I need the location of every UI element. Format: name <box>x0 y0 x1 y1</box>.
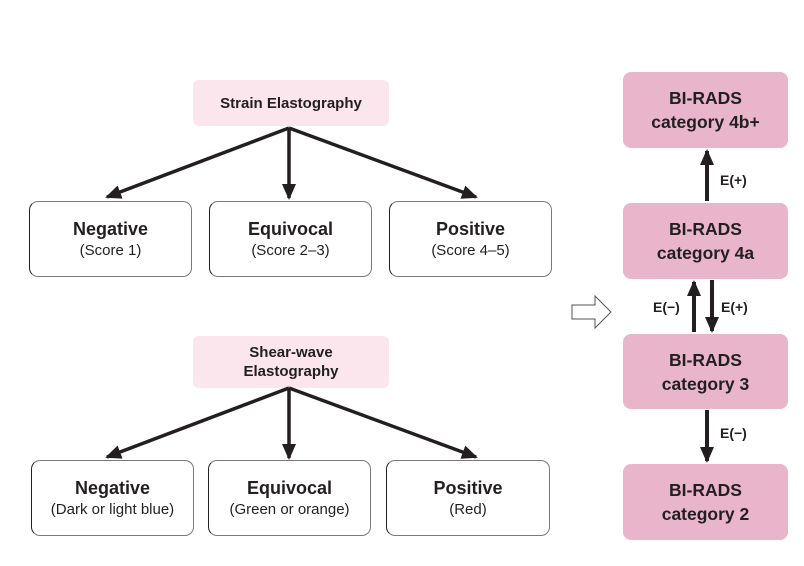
birads-4a-line2: category 4a <box>656 243 755 263</box>
shear-negative-sub: (Dark or light blue) <box>50 501 175 518</box>
strain-positive-box: Positive (Score 4–5) <box>389 201 552 277</box>
birads-2-line2: category 2 <box>661 504 750 524</box>
birads-2-line1: BI-RADS <box>669 480 742 500</box>
shear-to-negative-arrow <box>105 386 290 459</box>
shear-positive-box: Positive (Red) <box>386 460 550 536</box>
strain-negative-title: Negative <box>72 219 149 239</box>
edge-label-4a-to-3: E(+) <box>721 299 748 315</box>
edge-label-3-to-2: E(−) <box>720 425 747 441</box>
birads-4b-line1: BI-RADS <box>669 88 742 108</box>
shear-equivocal-box: Equivocal (Green or orange) <box>208 460 371 536</box>
birads-category-4b-box: BI-RADS category 4b+ <box>623 72 788 148</box>
shear-negative-title: Negative <box>74 478 151 498</box>
birads-category-4a-box: BI-RADS category 4a <box>623 203 788 279</box>
strain-equivocal-box: Equivocal (Score 2–3) <box>209 201 372 277</box>
shear-equivocal-title: Equivocal <box>246 478 333 498</box>
birads-category-3-box: BI-RADS category 3 <box>623 334 788 409</box>
shear-negative-box: Negative (Dark or light blue) <box>31 460 194 536</box>
shear-wave-elastography-header: Shear-wave Elastography <box>193 336 389 388</box>
strain-arrows <box>105 126 478 200</box>
strain-elastography-header: Strain Elastography <box>193 80 389 126</box>
strain-negative-box: Negative (Score 1) <box>29 201 192 277</box>
birads-category-2-box: BI-RADS category 2 <box>623 464 788 540</box>
birads-4b-line2: category 4b+ <box>651 112 760 132</box>
hollow-right-arrow-icon <box>571 294 612 330</box>
shear-equivocal-sub: (Green or orange) <box>229 501 350 518</box>
strain-positive-title: Positive <box>435 219 506 239</box>
shear-wave-label-line1: Shear-wave <box>249 344 333 361</box>
birads-4a-line1: BI-RADS <box>669 219 742 239</box>
strain-equivocal-sub: (Score 2–3) <box>251 242 330 259</box>
shear-positive-sub: (Red) <box>449 501 487 518</box>
shear-wave-label-line2: Elastography <box>243 363 339 380</box>
strain-to-positive-arrow <box>288 126 478 199</box>
strain-negative-sub: (Score 1) <box>79 242 142 259</box>
shear-arrows <box>105 386 478 460</box>
shear-to-positive-arrow <box>288 386 478 459</box>
strain-to-negative-arrow <box>105 126 290 199</box>
strain-equivocal-title: Equivocal <box>247 219 334 239</box>
birads-arrows <box>687 149 719 463</box>
shear-positive-title: Positive <box>433 478 503 498</box>
strain-elastography-label: Strain Elastography <box>220 94 362 112</box>
birads-3-line1: BI-RADS <box>669 349 742 370</box>
birads-3-line2: category 3 <box>661 373 750 394</box>
edge-label-4a-to-4b: E(+) <box>720 172 747 188</box>
strain-positive-sub: (Score 4–5) <box>431 242 510 259</box>
edge-label-3-to-4a: E(−) <box>653 299 680 315</box>
